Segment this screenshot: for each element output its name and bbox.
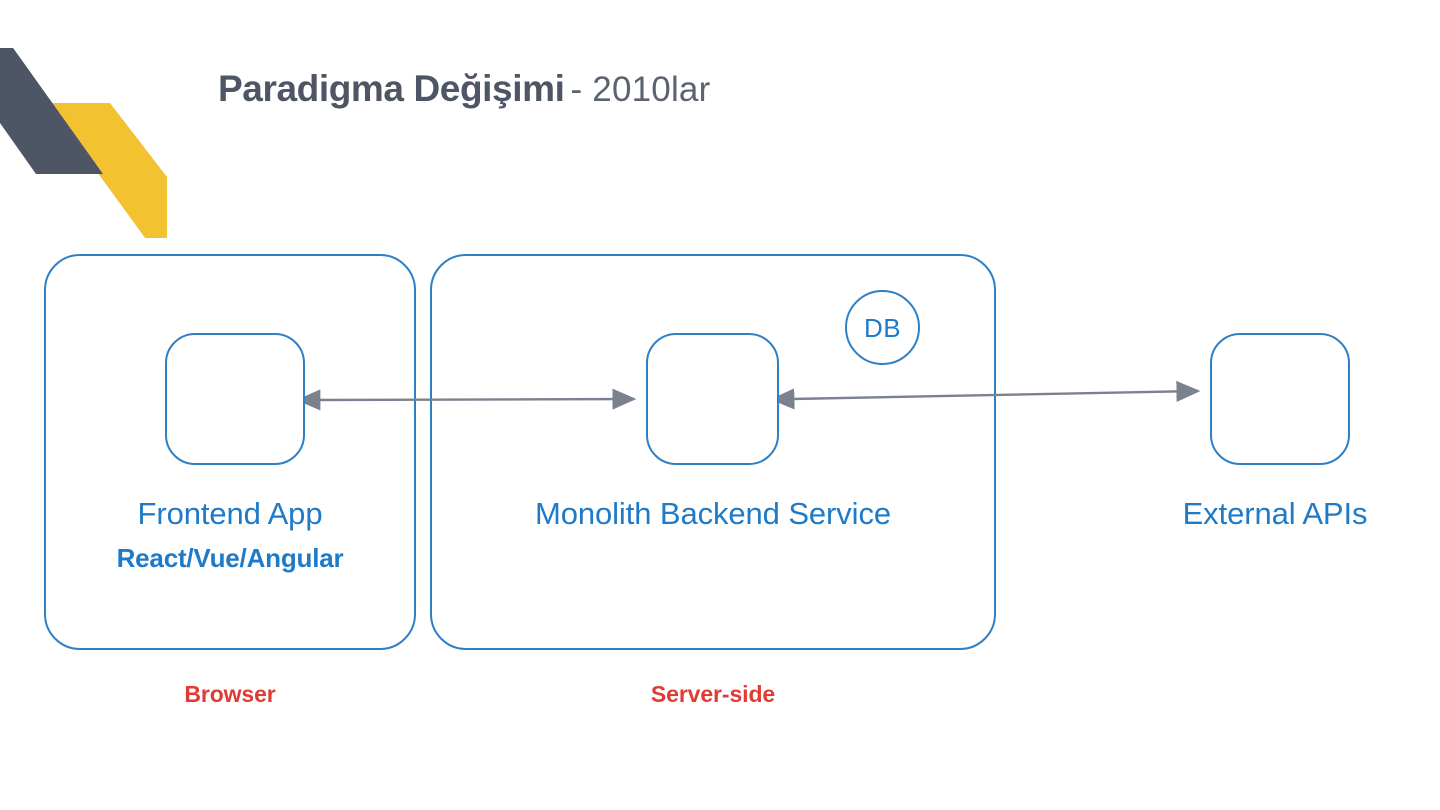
node-caption-external: External APIs bbox=[1130, 496, 1420, 532]
node-subtitle-frontend: React/Vue/Angular bbox=[116, 542, 344, 573]
node-title-backend: Monolith Backend Service bbox=[534, 496, 891, 531]
page-title-main: Paradigma Değişimi bbox=[218, 68, 565, 109]
zone-label-browser: Browser bbox=[184, 681, 276, 707]
node-frontend-app[interactable] bbox=[165, 333, 305, 465]
node-caption-backend: Monolith Backend Service bbox=[430, 496, 996, 532]
page-title: Paradigma Değişimi- 2010lar bbox=[218, 70, 710, 107]
group-container-server bbox=[430, 254, 996, 650]
node-title-frontend: Frontend App bbox=[137, 496, 323, 531]
node-external-apis[interactable] bbox=[1210, 333, 1350, 465]
node-monolith-backend[interactable] bbox=[646, 333, 779, 465]
page-title-period: - 2010lar bbox=[570, 70, 711, 109]
node-caption-frontend: Frontend App React/Vue/Angular bbox=[44, 496, 416, 574]
node-title-external: External APIs bbox=[1182, 496, 1368, 531]
node-database-badge[interactable]: DB bbox=[845, 290, 920, 365]
zone-label-server: Server-side bbox=[650, 681, 776, 707]
node-database-label: DB bbox=[863, 312, 902, 343]
group-container-browser bbox=[44, 254, 416, 650]
